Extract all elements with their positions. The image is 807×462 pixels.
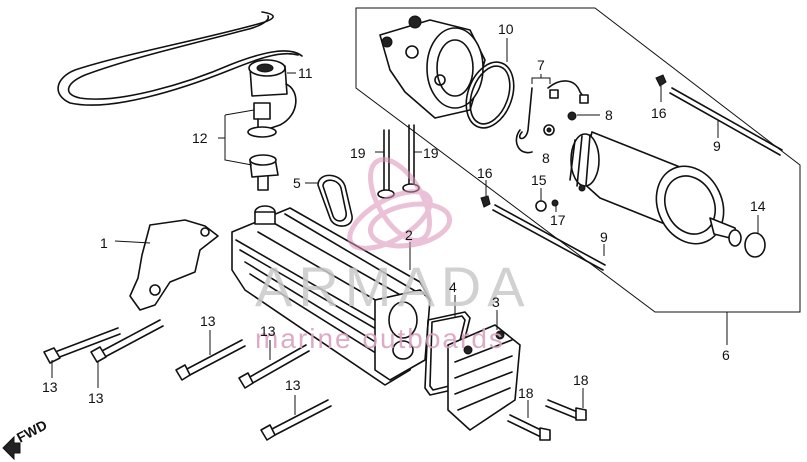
end-housing	[379, 15, 486, 119]
o-ring-14	[744, 232, 766, 258]
sensor-12	[247, 102, 279, 191]
callout-17: 17	[550, 212, 566, 228]
washer-15	[535, 200, 547, 212]
callout-16b: 16	[477, 165, 493, 181]
bracket-1	[129, 219, 219, 311]
callout-13a: 13	[42, 379, 58, 395]
switch-11	[248, 59, 297, 131]
through-bolt-9-upper	[669, 87, 783, 156]
cover-3	[447, 324, 521, 431]
bolt-18-b	[545, 399, 587, 421]
bolt-13-e	[260, 399, 332, 441]
fwd-arrow	[2, 435, 21, 461]
watermark-brand: ARMADA	[255, 255, 531, 318]
callout-19a: 19	[350, 145, 366, 161]
callout-8b: 8	[542, 150, 550, 166]
callout-8a: 8	[605, 107, 613, 123]
callout-16a: 16	[651, 105, 667, 121]
nut-16-lower	[480, 195, 491, 208]
bolt-13-a	[43, 327, 121, 364]
watermark: ARMADA marine outboards	[255, 157, 531, 354]
callout-4: 4	[449, 279, 457, 295]
fwd-label: FWD	[14, 417, 50, 446]
o-ring-10	[465, 61, 515, 129]
callout-6: 6	[722, 347, 730, 363]
callout-19b: 19	[423, 145, 439, 161]
callout-18b: 18	[573, 372, 589, 388]
nut-8	[543, 111, 577, 136]
nut-16-upper	[655, 74, 667, 87]
wire-harness	[57, 11, 303, 106]
callout-12: 12	[192, 130, 208, 146]
callout-11: 11	[298, 65, 313, 81]
brush-set-7	[515, 80, 589, 154]
washer-17	[551, 199, 559, 207]
bolt-18-a	[507, 414, 551, 441]
callout-7: 7	[537, 57, 545, 73]
callout-3: 3	[492, 294, 500, 310]
bolt-13-c	[175, 339, 246, 381]
bolt-13-d	[238, 344, 310, 389]
gasket-5	[317, 174, 353, 227]
callout-18a: 18	[518, 385, 534, 401]
watermark-logo	[347, 157, 453, 251]
callout-13d: 13	[260, 323, 276, 339]
callout-10: 10	[498, 21, 514, 37]
callout-13e: 13	[285, 377, 301, 393]
callout-2: 2	[405, 227, 413, 243]
callout-15: 15	[531, 172, 547, 188]
callout-9a: 9	[713, 138, 721, 154]
callout-14: 14	[750, 198, 766, 214]
callout-13c: 13	[200, 313, 216, 329]
watermark-tagline: marine outboards	[255, 323, 505, 354]
callout-13b: 13	[88, 390, 104, 406]
bolt-13-b	[90, 319, 164, 363]
through-bolt-9-lower	[492, 204, 606, 271]
callout-5: 5	[293, 175, 301, 191]
callouts: 1 2 3 4 5 6 7 8 8 9 9 10 11 12 13 13 13 …	[42, 21, 766, 406]
callout-9b: 9	[600, 229, 608, 245]
starter-motor	[569, 131, 742, 247]
callout-1: 1	[100, 235, 108, 251]
finned-housing-2	[231, 205, 431, 386]
starter-group-boundary	[355, 7, 801, 313]
